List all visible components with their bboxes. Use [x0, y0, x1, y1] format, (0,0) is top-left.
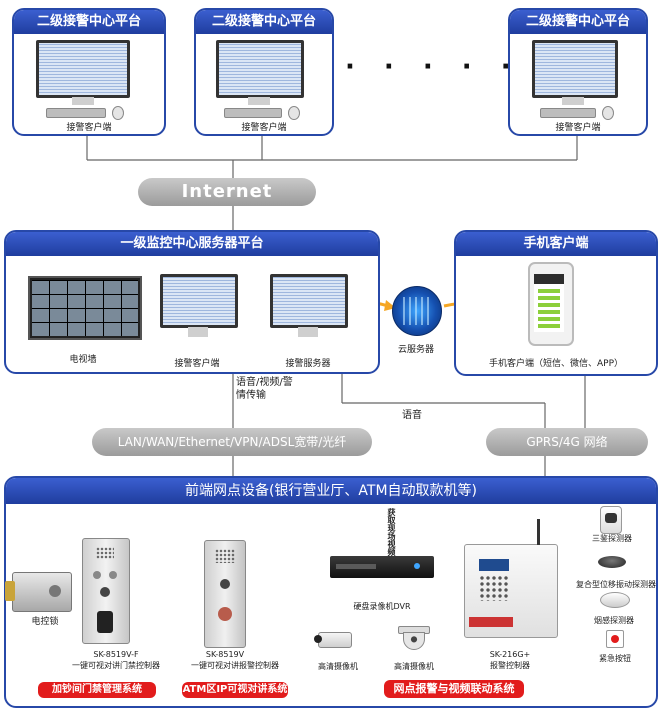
panel-title: 二级接警中心平台	[196, 10, 332, 34]
video-wall-label: 电视墙	[69, 355, 97, 365]
server-label: 接警服务器	[285, 359, 331, 369]
panel-title: 二级接警中心平台	[510, 10, 646, 34]
primary-monitoring-center-panel: 一级监控中心服务器平台 电视墙 接警客户端 接警服务器	[4, 230, 380, 374]
door-intercom-device	[82, 538, 130, 644]
sensor-label-3: 紧急按钮	[599, 654, 631, 663]
secondary-center-panel-2: 二级接警中心平台 接警客户端	[194, 8, 334, 136]
network-pill: LAN/WAN/Ethernet/VPN/ADSL宽带/光纤	[92, 428, 372, 456]
video-wall-icon	[28, 276, 142, 340]
alarm-desc: 报警控制器	[490, 661, 530, 670]
sensor-label-0: 三鉴探测器	[592, 534, 632, 543]
emergency-button-icon	[606, 630, 624, 648]
monitor-icon	[36, 40, 136, 120]
gprs-pill: GPRS/4G 网络	[486, 428, 648, 456]
panel-title: 一级监控中心服务器平台	[6, 232, 378, 256]
panel-title: 二级接警中心平台	[14, 10, 164, 34]
system-label-atm-intercom: ATM区IP可视对讲系统	[182, 682, 288, 698]
door-model: SK-8519V-F	[93, 650, 139, 659]
voice-label: 语音	[402, 410, 422, 421]
monitor-icon	[532, 40, 632, 120]
system-label-alarm-video: 网点报警与视频联动系统	[384, 680, 524, 698]
sensor-label-1: 复合型位移振动探测器	[576, 580, 656, 589]
capture-video-label: 获取现场视频	[387, 508, 396, 556]
secondary-center-panel-1: 二级接警中心平台 接警客户端	[12, 8, 166, 136]
door-desc: 一键可视对讲门禁控制器	[72, 661, 160, 670]
alarm-controller-device	[464, 519, 558, 638]
system-label-cash-room: 加钞间门禁管理系统	[38, 682, 156, 698]
electric-lock-icon	[5, 572, 72, 612]
client-monitor-icon	[160, 274, 250, 344]
internet-cloud: Internet	[138, 178, 316, 206]
atm-desc: 一键可视对讲报警控制器	[191, 661, 279, 670]
bullet-camera-icon	[314, 630, 358, 648]
voice-video-text: 语音/视频/警情传输	[236, 377, 293, 401]
mobile-desc: 手机客户端（短信、微信、APP）	[488, 359, 623, 369]
monitor-icon	[216, 40, 316, 120]
atm-model: SK-8519V	[205, 650, 245, 659]
voice-video-label: 语音/视频/警情传输	[236, 376, 296, 402]
client-label: 接警客户端	[66, 123, 112, 133]
atm-intercom-device	[204, 540, 246, 648]
vibration-detector-icon	[598, 556, 626, 568]
mobile-client-panel: 手机客户端 手机客户端（短信、微信、APP）	[454, 230, 658, 376]
cloud-server-icon	[392, 286, 442, 336]
client-label: 接警客户端	[555, 123, 601, 133]
client-label: 接警客户端	[174, 359, 220, 369]
client-label: 接警客户端	[241, 123, 287, 133]
panel-title: 手机客户端	[456, 232, 656, 256]
dvr-icon	[330, 556, 434, 578]
dvr-label: 硬盘录像机DVR	[353, 602, 411, 611]
server-monitor-icon	[270, 274, 360, 344]
camera1-label: 高清摄像机	[318, 662, 358, 671]
alarm-model: SK-216G+	[489, 650, 531, 659]
secondary-center-panel-3: 二级接警中心平台 接警客户端	[508, 8, 648, 136]
panel-title: 前端网点设备(银行营业厅、ATM自动取款机等)	[6, 478, 656, 504]
tri-tech-detector-icon	[600, 506, 622, 534]
smartphone-icon	[528, 262, 574, 346]
lock-label: 电控锁	[31, 617, 59, 627]
smoke-detector-icon	[600, 592, 630, 608]
sensor-label-2: 烟感探测器	[594, 616, 634, 625]
camera2-label: 高清摄像机	[394, 662, 434, 671]
cloud-server-label: 云服务器	[397, 345, 434, 355]
dome-camera-icon	[398, 626, 430, 652]
